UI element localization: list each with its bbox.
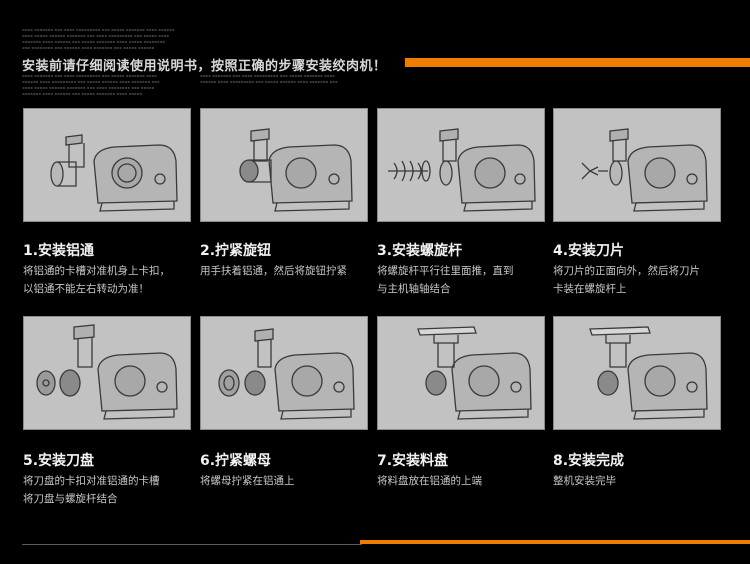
fine-print-mid: ▪▪▪▪ ▪▪▪▪▪▪▪ ▪▪▪ ▪▪▪▪ ▪▪▪▪▪▪▪▪▪ ▪▪▪ ▪▪▪▪… [200, 73, 338, 84]
meat-grinder-step7-illustration [417, 326, 532, 420]
step-3-image [377, 108, 545, 222]
step-5-title: 5.安装刀盘 [23, 453, 95, 469]
step-3-description: 将螺旋杆平行往里面推，直到 与主机轴轴结合 [377, 265, 514, 295]
footer-divider [22, 544, 362, 545]
meat-grinder-step4-illustration [581, 128, 708, 212]
step-1-description: 将铝通的卡槽对准机身上卡扣， 以铝通不能左右转动为准！ [23, 265, 170, 295]
footer-accent-bar [360, 540, 750, 544]
step-1-image [23, 108, 191, 222]
step-4-description: 将刀片的正面向外，然后将刀片 卡装在螺旋杆上 [553, 265, 700, 295]
meat-grinder-step2-illustration [239, 128, 353, 212]
step-3-title: 3.安装螺旋杆 [377, 243, 463, 259]
meat-grinder-step1-illustration [50, 134, 178, 212]
step-1-title: 1.安装铝通 [23, 243, 95, 259]
step-6-image [200, 316, 368, 430]
meat-grinder-step8-illustration [589, 326, 708, 420]
step-6-description: 将螺母拧紧在铝通上 [200, 475, 295, 487]
fine-print-top: ▪▪▪▪ ▪▪▪▪▪▪▪ ▪▪▪ ▪▪▪▪ ▪▪▪▪▪▪▪▪▪ ▪▪▪ ▪▪▪▪… [22, 27, 175, 50]
step-2-title: 2.拧紧旋钮 [200, 243, 272, 259]
step-6-title: 6.拧紧螺母 [200, 453, 272, 469]
meat-grinder-step3-illustration [388, 128, 536, 212]
header-accent-bar [405, 58, 750, 67]
step-5-image [23, 316, 191, 430]
fine-print-left: ▪▪▪▪ ▪▪▪▪▪▪▪ ▪▪▪ ▪▪▪▪ ▪▪▪▪▪▪▪▪▪ ▪▪▪ ▪▪▪▪… [22, 73, 160, 96]
step-2-image [200, 108, 368, 222]
step-5-description: 将刀盘的卡扣对准铝通的卡槽 将刀盘与螺旋杆结合 [23, 475, 160, 505]
step-8-description: 整机安装完毕 [553, 475, 616, 487]
meat-grinder-step6-illustration [218, 328, 355, 420]
page-title: 安装前请仔细阅读使用说明书，按照正确的步骤安装绞肉机！ [22, 59, 387, 74]
step-7-image [377, 316, 545, 430]
step-8-image [553, 316, 721, 430]
step-4-title: 4.安装刀片 [553, 243, 625, 259]
step-4-image [553, 108, 721, 222]
meat-grinder-step5-illustration [36, 324, 178, 420]
step-7-description: 将料盘放在铝通的上端 [377, 475, 482, 487]
step-8-title: 8.安装完成 [553, 453, 625, 469]
step-2-description: 用手扶着铝通，然后将旋钮拧紧 [200, 265, 347, 277]
step-7-title: 7.安装料盘 [377, 453, 449, 469]
